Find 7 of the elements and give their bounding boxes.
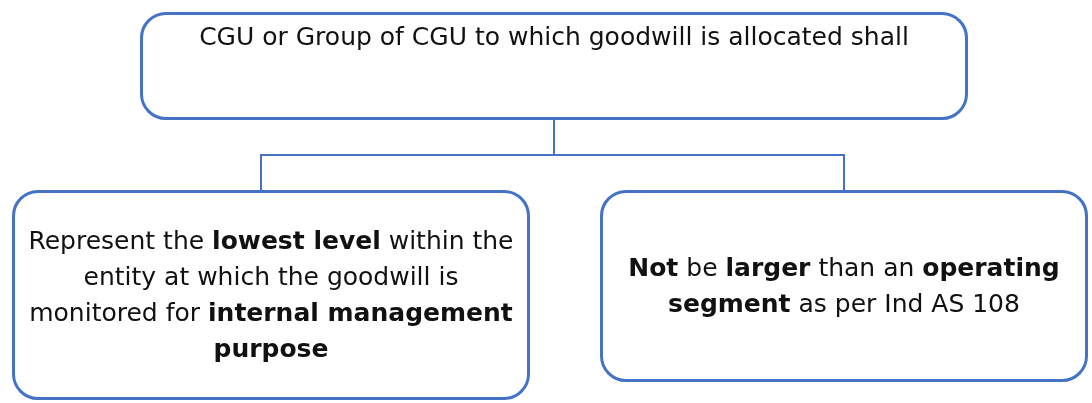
process-box bbox=[12, 190, 530, 400]
box-text: CGU or Group of CGU to which goodwill is allocated shall bbox=[199, 21, 909, 53]
box-text: Not be larger than an operating segment as per Ind AS 108 bbox=[627, 251, 1061, 320]
box-text: Represent the lowest level within the entity at which the goodwill is monitored for internal management purpose bbox=[27, 224, 515, 366]
process-box bbox=[600, 190, 1088, 382]
process-box bbox=[140, 12, 968, 120]
connector-line bbox=[553, 119, 845, 191]
